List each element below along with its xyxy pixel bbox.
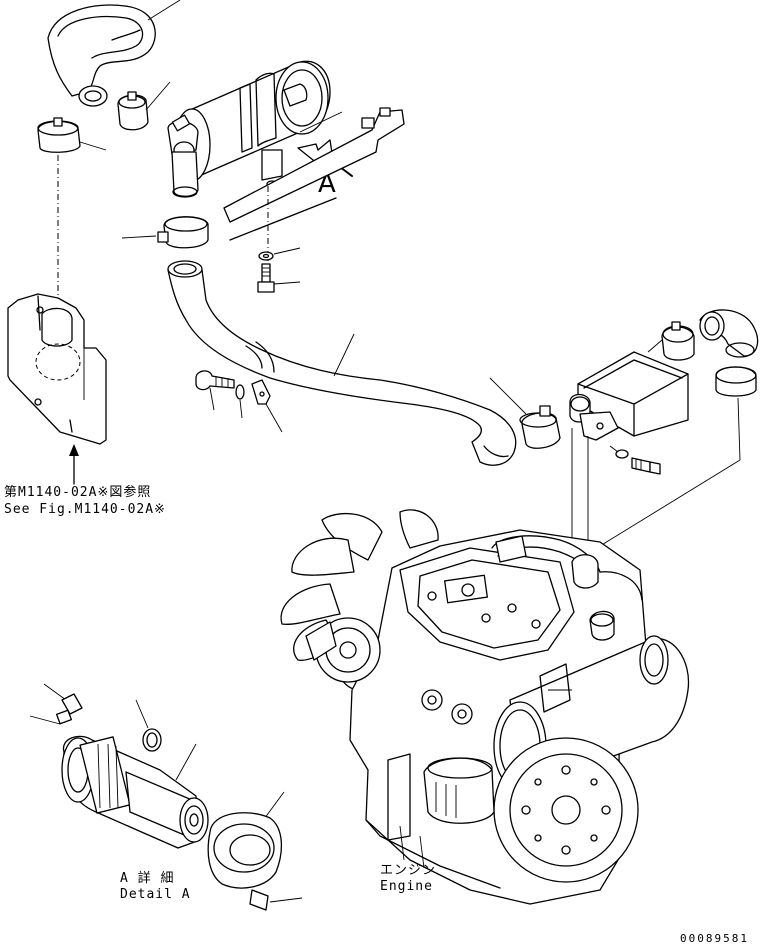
engine-label-en: Engine (380, 879, 433, 894)
detail-label-jp: A 詳 細 (120, 870, 174, 886)
fig-ref-jp: 第M1140-02A※図参照 (4, 484, 151, 500)
engine-label-jp: エンジン (380, 863, 436, 878)
washer-3 (609, 445, 629, 459)
detail-label-en: Detail A (120, 887, 191, 902)
bolt-2 (195, 370, 235, 411)
hose-clamp-3 (121, 216, 209, 249)
detail-a-assembly (29, 683, 303, 911)
hose-clamp-6 (599, 366, 757, 547)
sheet-metal-panel (7, 293, 107, 445)
fig-ref-en: See Fig.M1140-02A※ (4, 502, 166, 517)
bolt-3 (631, 457, 661, 475)
bolt-1 (257, 263, 301, 293)
hose-clamp-4 (489, 377, 561, 449)
washer-2 (235, 384, 245, 419)
elbow-hose (699, 309, 759, 358)
engine-assembly (280, 509, 690, 905)
washer (258, 247, 301, 261)
pre-cleaner-box (569, 351, 689, 690)
hose-clamp-1 (117, 81, 171, 131)
hose-clamp-2 (37, 117, 107, 153)
reference-arrow (69, 444, 79, 485)
mounting-plate (223, 107, 405, 241)
hose-clamp-5 (647, 321, 695, 361)
drawing-number: 00089581 (680, 932, 749, 945)
inlet-hose (47, 0, 181, 107)
intake-duct-hose (167, 260, 517, 466)
hose-clip (251, 379, 283, 433)
air-cleaner (167, 60, 331, 198)
